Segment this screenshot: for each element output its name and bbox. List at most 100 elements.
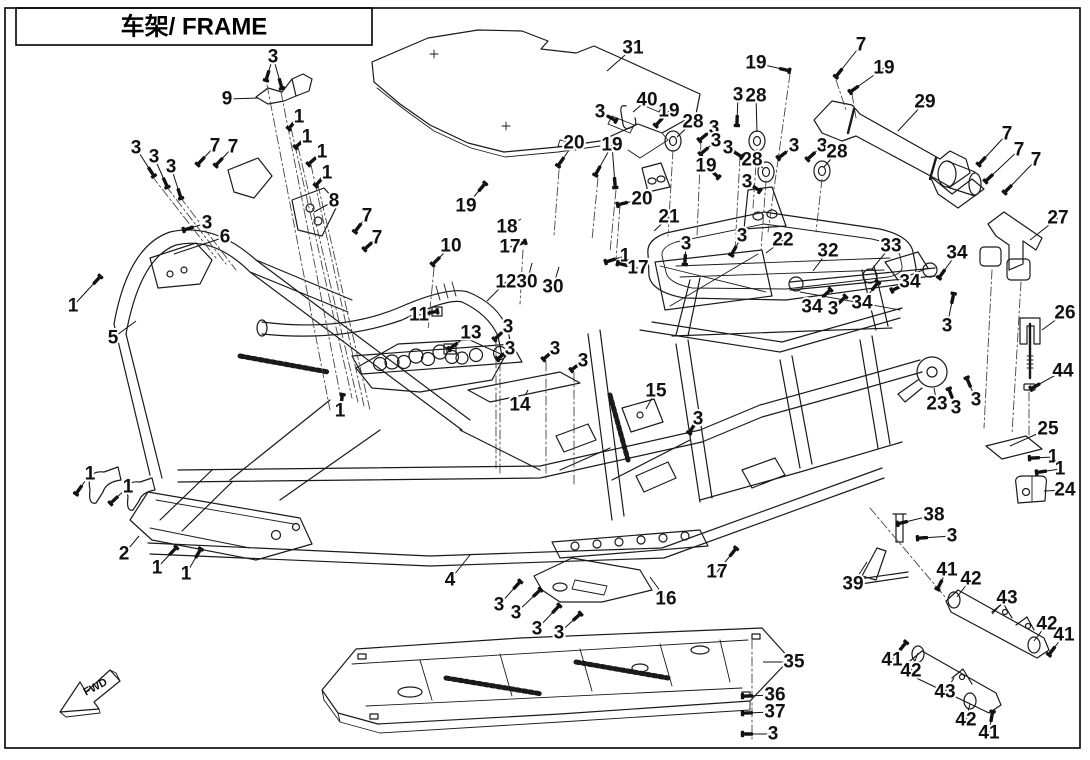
callout-3: 3 bbox=[742, 172, 753, 193]
fastener-glyph bbox=[540, 351, 553, 363]
callout-leader-25 bbox=[1009, 428, 1049, 447]
part-32-33-support-tube bbox=[788, 251, 938, 311]
callout-3: 3 bbox=[693, 409, 704, 430]
callout-34: 34 bbox=[801, 297, 823, 318]
fastener-glyph bbox=[975, 156, 987, 168]
callout-7: 7 bbox=[1014, 140, 1025, 161]
callout-leader-7 bbox=[987, 149, 1020, 180]
fastener-glyph bbox=[512, 578, 524, 591]
fastener-glyph bbox=[603, 257, 616, 266]
callout-41: 41 bbox=[881, 650, 903, 671]
callout-leader-23 bbox=[933, 387, 938, 405]
fastener-glyph bbox=[778, 66, 792, 75]
fastener-glyph bbox=[285, 119, 297, 132]
callout-3: 3 bbox=[578, 351, 589, 372]
callout-leader-42 bbox=[965, 703, 971, 721]
callout-44: 44 bbox=[1052, 361, 1074, 382]
callout-20: 20 bbox=[631, 189, 652, 210]
frame-exploded-drawing bbox=[59, 29, 1050, 743]
callout-1: 1 bbox=[85, 464, 96, 485]
fastener-glyph bbox=[515, 238, 528, 247]
callout-leader-28 bbox=[751, 159, 764, 169]
callout-3: 3 bbox=[550, 339, 561, 360]
callout-42: 42 bbox=[955, 710, 976, 731]
callout-leader-27 bbox=[1029, 217, 1059, 241]
callout-leader-12 bbox=[486, 281, 507, 302]
part-29-support-bar bbox=[813, 100, 985, 209]
fastener-glyph bbox=[652, 117, 664, 129]
callout-3: 3 bbox=[942, 316, 953, 337]
callout-41: 41 bbox=[978, 723, 1000, 744]
callout-3: 3 bbox=[971, 390, 982, 411]
fastener-glyph bbox=[989, 709, 996, 723]
fastener-glyph bbox=[446, 341, 459, 353]
part-31-top-plate bbox=[371, 29, 701, 159]
callout-34: 34 bbox=[851, 293, 873, 314]
callout-15: 15 bbox=[645, 381, 667, 402]
callout-leader-26 bbox=[1041, 312, 1066, 331]
callout-leader-8 bbox=[313, 200, 335, 213]
callout-5: 5 bbox=[108, 328, 119, 349]
fastener-glyph bbox=[426, 308, 440, 315]
callout-4: 4 bbox=[445, 570, 456, 591]
callout-7: 7 bbox=[210, 136, 221, 157]
callout-3: 3 bbox=[554, 623, 565, 644]
fastener-glyph bbox=[775, 150, 788, 162]
part-16-plate bbox=[533, 557, 653, 603]
fastener-glyph bbox=[551, 602, 563, 614]
callout-leader-43 bbox=[944, 677, 955, 693]
callout-19: 19 bbox=[658, 101, 679, 122]
callout-3: 3 bbox=[595, 102, 606, 123]
callout-leader-42 bbox=[956, 578, 972, 598]
fastener-glyph bbox=[477, 180, 489, 193]
fastener-glyph bbox=[847, 84, 860, 96]
callout-2: 2 bbox=[119, 544, 130, 565]
callout-7: 7 bbox=[372, 228, 383, 249]
callout-29: 29 bbox=[914, 92, 935, 113]
title-box bbox=[15, 7, 373, 46]
fastener-glyph bbox=[733, 114, 741, 128]
fastener-glyph bbox=[982, 173, 994, 185]
callout-leader-39 bbox=[852, 561, 868, 585]
callout-3: 3 bbox=[709, 118, 720, 139]
fastener-glyph bbox=[168, 544, 180, 556]
fastener-glyph bbox=[194, 156, 206, 168]
callout-leader-6 bbox=[173, 236, 226, 255]
callout-19: 19 bbox=[745, 53, 766, 74]
callout-1: 1 bbox=[123, 477, 134, 498]
fastener-glyph bbox=[895, 519, 909, 528]
fastener-glyph bbox=[740, 692, 754, 700]
part-9-bracket bbox=[255, 73, 313, 105]
callout-7: 7 bbox=[228, 137, 239, 158]
part-26-mount-bolt bbox=[1019, 317, 1041, 391]
fastener-glyph bbox=[147, 166, 158, 179]
callout-3: 3 bbox=[723, 138, 734, 159]
fastener-glyph bbox=[950, 291, 958, 305]
callout-3: 3 bbox=[532, 619, 543, 640]
fastener-glyph bbox=[612, 176, 619, 190]
callout-leader-14 bbox=[519, 389, 529, 406]
fastener-glyph bbox=[107, 495, 119, 507]
callout-leader-21 bbox=[653, 216, 670, 232]
fastener-glyph bbox=[491, 331, 503, 343]
fastener-glyph bbox=[429, 256, 441, 268]
callout-leader-18 bbox=[506, 218, 522, 228]
fastener-glyph bbox=[685, 423, 696, 436]
fastener-glyph bbox=[1028, 382, 1041, 392]
fastener-glyph bbox=[740, 709, 754, 717]
fastener-glyph bbox=[72, 484, 84, 497]
callout-28: 28 bbox=[826, 142, 847, 163]
fastener-glyph bbox=[592, 165, 602, 178]
callout-1: 1 bbox=[68, 296, 79, 317]
callout-25: 25 bbox=[1037, 419, 1059, 440]
callout-1: 1 bbox=[1048, 447, 1059, 468]
fastener-glyph bbox=[571, 610, 584, 622]
fastener-glyph bbox=[305, 156, 317, 168]
callout-leader-40 bbox=[632, 99, 648, 113]
callout-1: 1 bbox=[1055, 459, 1066, 480]
fastener-glyph bbox=[732, 150, 745, 161]
part-38-39-stand bbox=[851, 513, 909, 586]
